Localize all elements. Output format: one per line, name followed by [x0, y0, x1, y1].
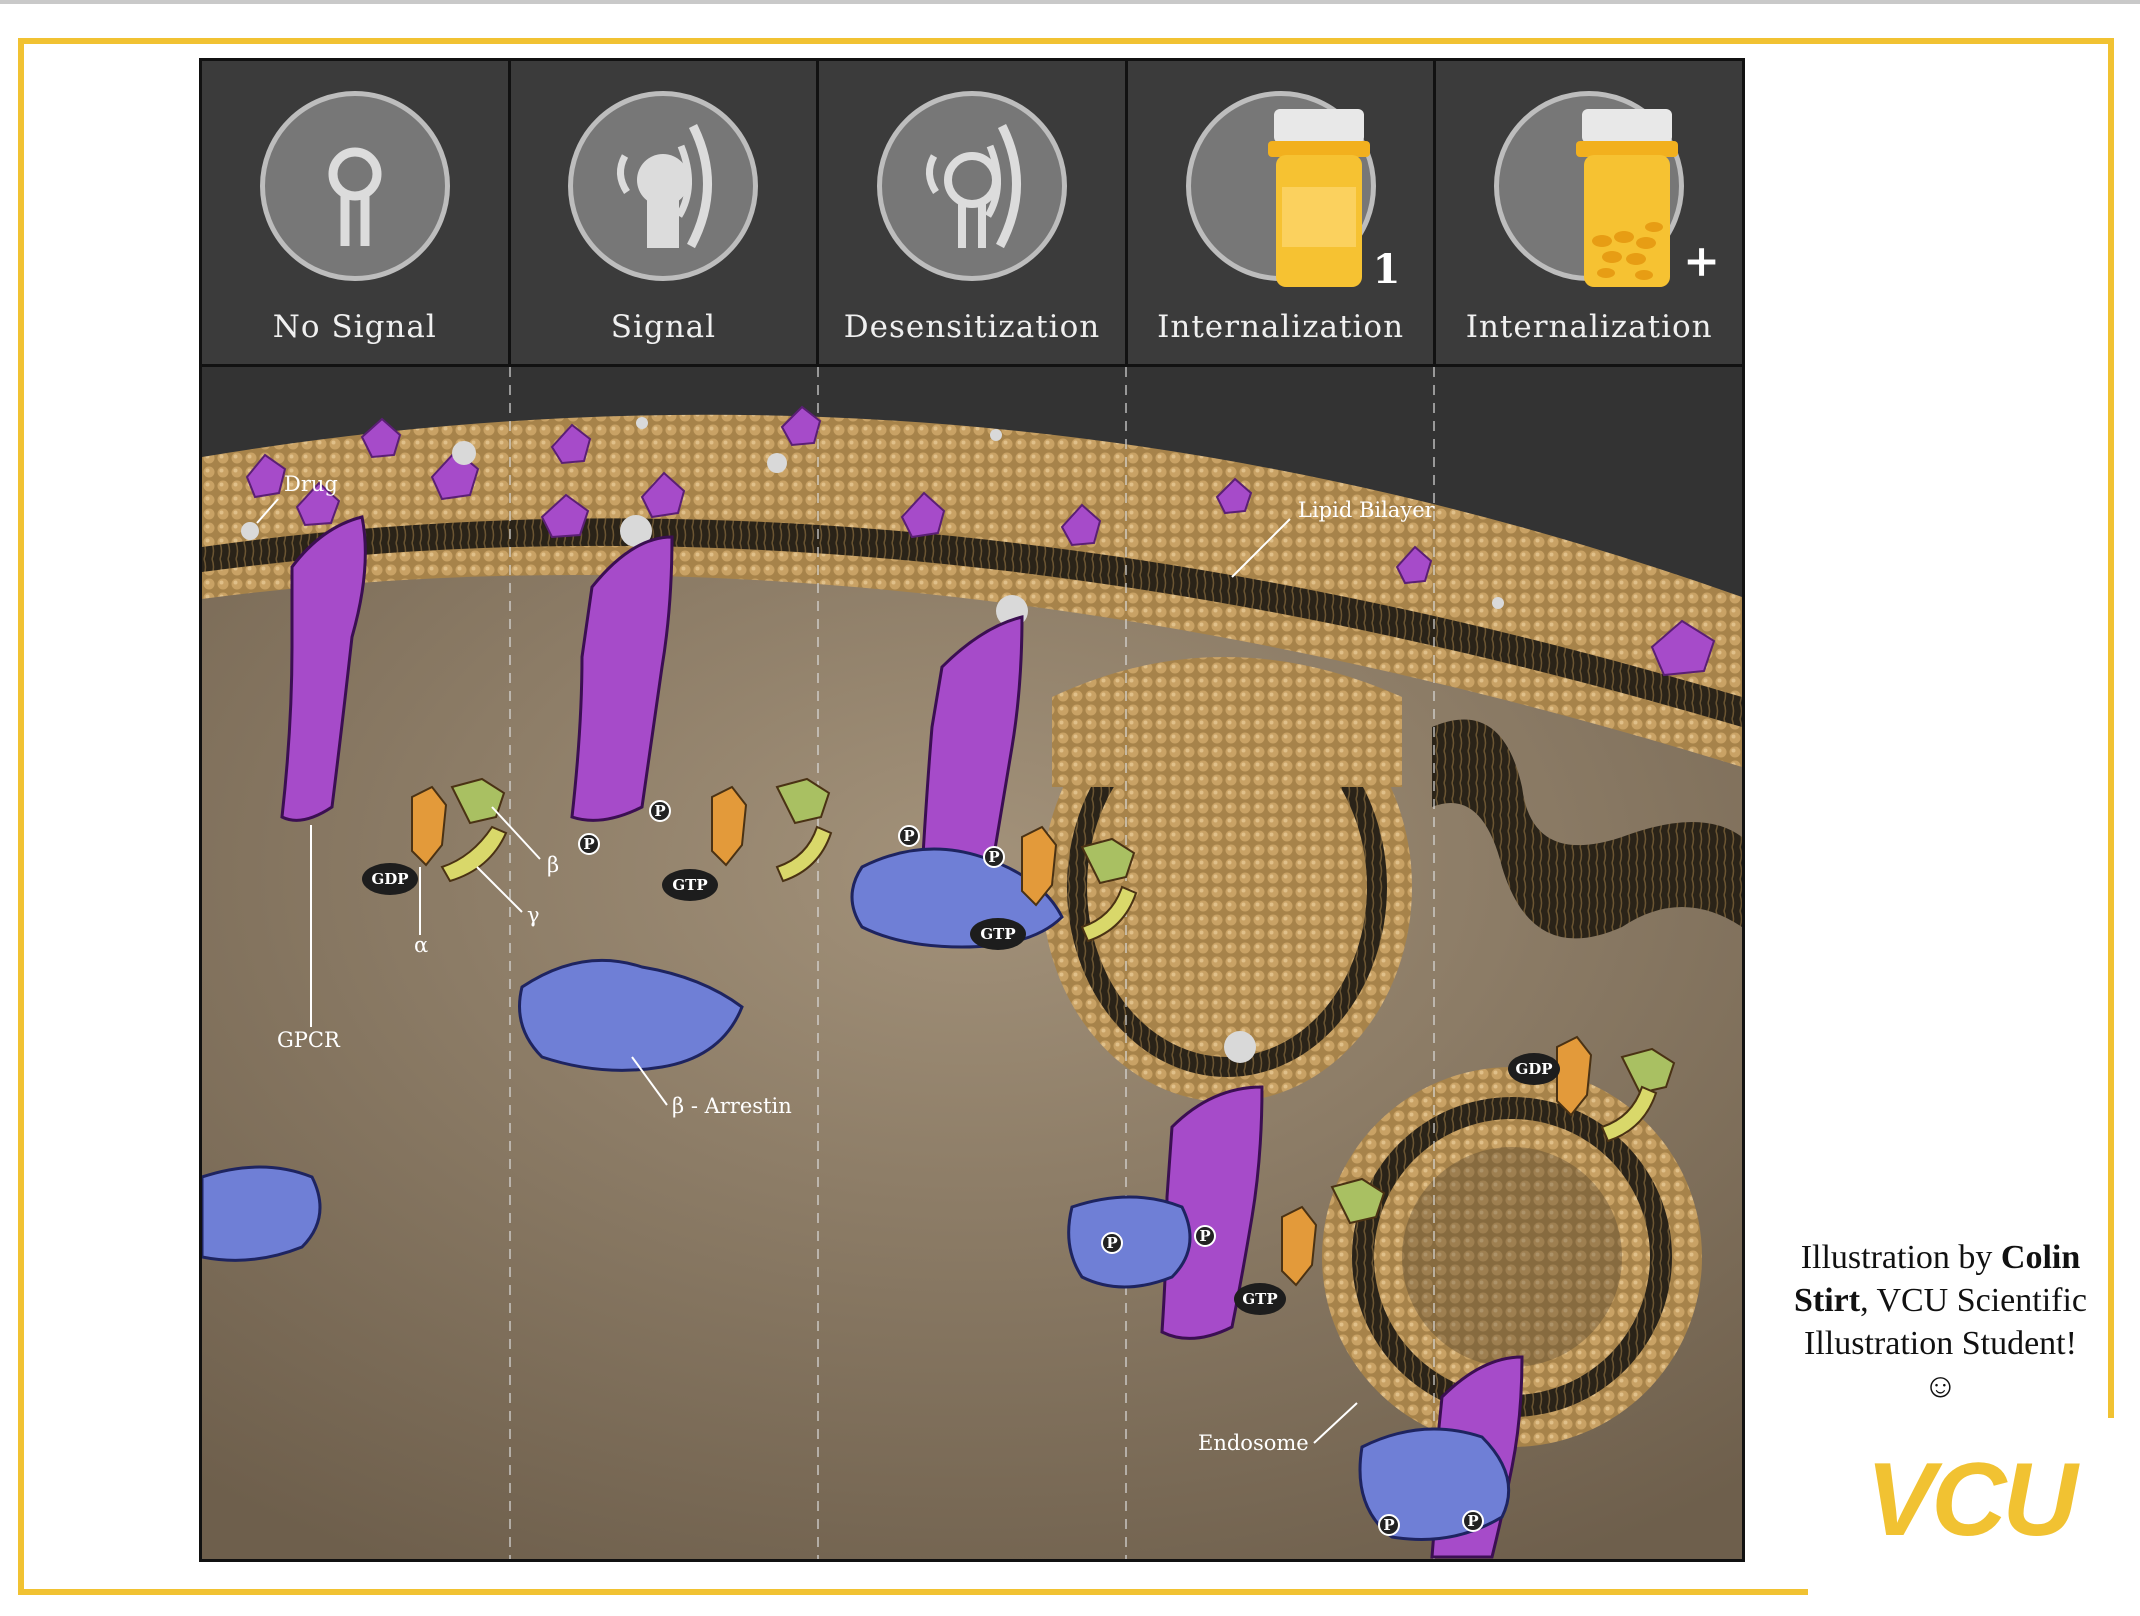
- membrane-pit: [1432, 719, 1742, 939]
- pill-bottle-full-icon: +: [1494, 91, 1720, 287]
- stage-internalization-plus: + Internalization: [1436, 61, 1742, 364]
- vcu-logo: VCU: [1866, 1442, 2078, 1558]
- stage-label: Internalization: [1465, 309, 1713, 345]
- lipid-bilayer-label: Lipid Bilayer: [1298, 498, 1436, 522]
- credit-suffix: , VCU Scientific Illustration Student!: [1804, 1282, 2088, 1362]
- gtp-label: GTP: [980, 925, 1015, 943]
- phosphate-label: P: [903, 827, 914, 845]
- gdp-label: GDP: [1515, 1060, 1552, 1078]
- illustration-credit: Illustration by Colin Stirt, VCU Scienti…: [1768, 1236, 2113, 1408]
- phosphate-label: P: [1467, 1512, 1478, 1530]
- gtp-label: GTP: [672, 876, 707, 894]
- stage-label: Signal: [610, 309, 717, 345]
- annotations: Drug Lipid Bilayer GPCR β γ α β - Arrest…: [256, 472, 1436, 1455]
- gdp-label: GDP: [371, 870, 408, 888]
- credit-name-last: Stirt: [1793, 1282, 1861, 1319]
- phosphate-markers: P P P P P P P P: [578, 800, 1484, 1536]
- frame-border-top: [18, 38, 2114, 44]
- drug-molecules: [241, 417, 1504, 1063]
- phosphate-label: P: [1199, 1227, 1210, 1245]
- surface-proteins: [245, 405, 1716, 677]
- stage-label: Desensitization: [843, 309, 1101, 345]
- frame-border-right: [2108, 38, 2114, 1418]
- endosome: [1322, 1067, 1702, 1447]
- phosphate-label: P: [583, 835, 594, 853]
- phosphate-label: P: [654, 802, 665, 820]
- stage-label: No Signal: [272, 309, 437, 345]
- illustration-panel: No Signal Signal: [199, 58, 1745, 1562]
- stage-header: No Signal Signal: [202, 61, 1742, 367]
- gpcr-label: GPCR: [277, 1028, 341, 1052]
- frame-border-left: [18, 38, 24, 1595]
- stage-signal: Signal: [511, 61, 820, 364]
- stage-no-signal: No Signal: [202, 61, 511, 364]
- gtp-label: GTP: [1242, 1290, 1277, 1308]
- budding-vesicle: [1042, 657, 1412, 1102]
- alpha-label: α: [414, 933, 428, 957]
- stage-label: Internalization: [1157, 309, 1405, 345]
- receptor-signal-icon: [568, 91, 759, 281]
- beta-label: β: [547, 853, 559, 877]
- nucleotide-badges: GDP GTP GTP GTP GDP: [362, 863, 1560, 1315]
- phosphate-label: P: [1106, 1234, 1117, 1252]
- g-protein-subunits: [411, 777, 1676, 1287]
- stage-dividers: [509, 367, 1435, 1559]
- membrane-scene: GDP GTP GTP GTP GDP P P P P P P P P: [202, 367, 1742, 1559]
- credit-name-first: Colin: [2000, 1239, 2081, 1276]
- smiley-icon: ☺: [1923, 1368, 1958, 1405]
- stage-badge: 1: [1372, 246, 1401, 293]
- top-rule: [0, 0, 2140, 4]
- stage-badge: +: [1683, 236, 1721, 287]
- endosome-label: Endosome: [1198, 1431, 1309, 1455]
- drug-label: Drug: [284, 472, 338, 496]
- beta-arrestin-label: β - Arrestin: [672, 1094, 792, 1118]
- receptor-idle-icon: [259, 91, 450, 281]
- receptor-desensitized-icon: [876, 91, 1067, 281]
- stage-internalization-1: 1 Internalization: [1128, 61, 1437, 364]
- pill-bottle-icon: 1: [1185, 91, 1400, 293]
- gamma-label: γ: [527, 903, 540, 927]
- stage-desensitization: Desensitization: [819, 61, 1128, 364]
- phosphate-label: P: [1383, 1516, 1394, 1534]
- frame-border-bottom: [18, 1589, 1808, 1595]
- phosphate-label: P: [988, 848, 999, 866]
- credit-prefix: Illustration by: [1800, 1239, 2001, 1276]
